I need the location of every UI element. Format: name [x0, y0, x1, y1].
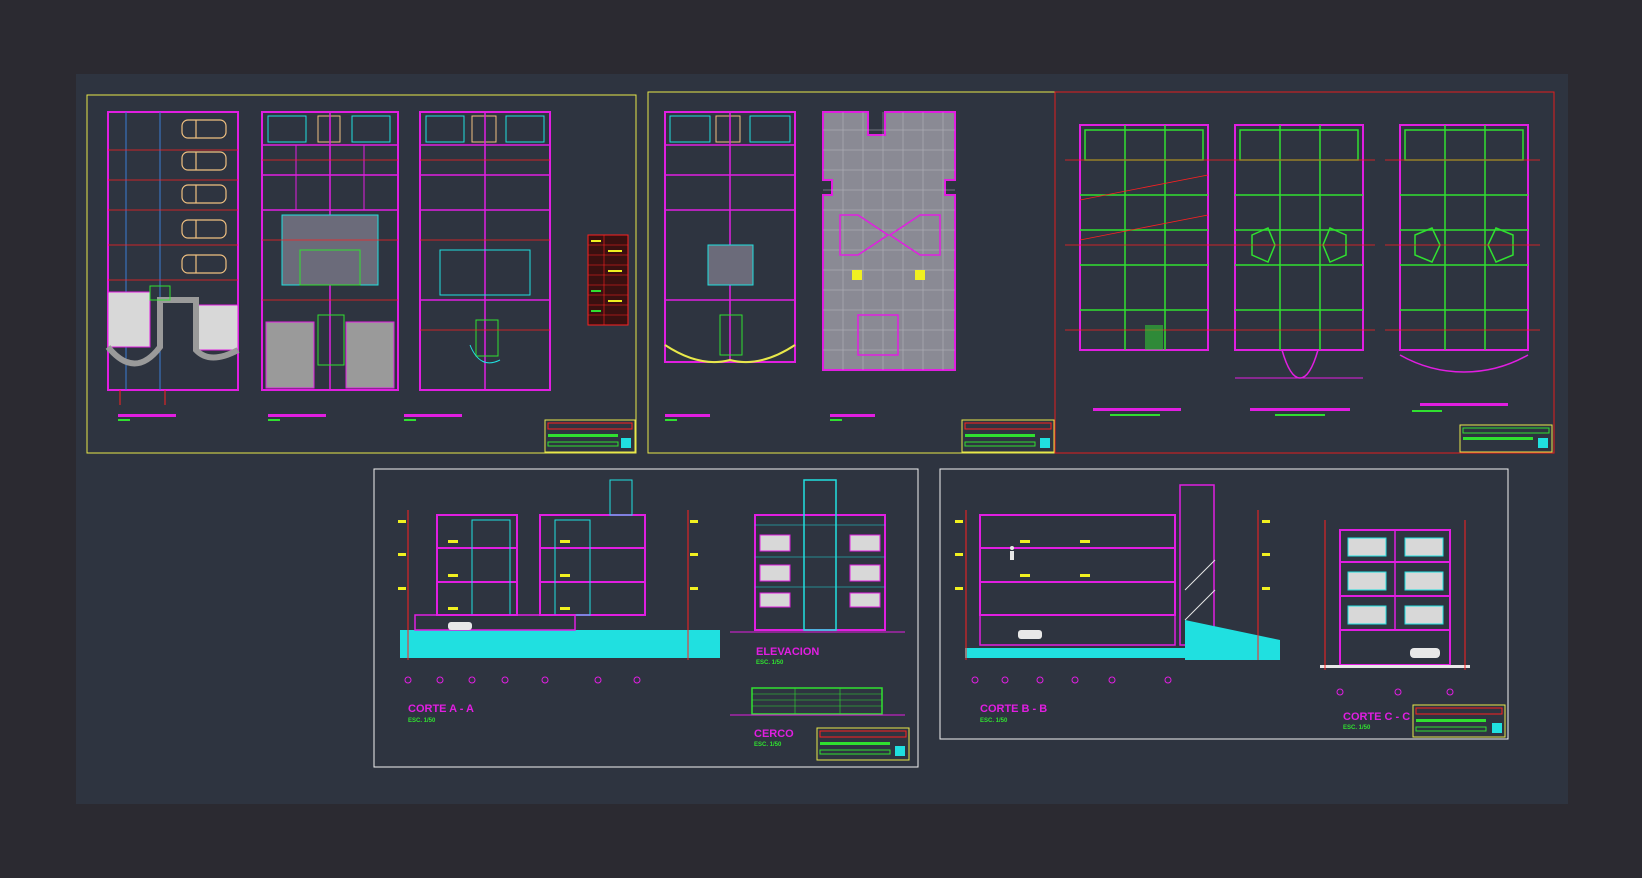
section-b-scale: ESC. 1/50: [980, 718, 1008, 724]
section-b-drawing: CORTE B - B ESC. 1/50: [955, 484, 1280, 724]
title-block-3: [1459, 424, 1553, 453]
area-table: [587, 234, 629, 326]
sheet-structural-plans[interactable]: [1054, 91, 1555, 454]
section-c-drawing: CORTE C - C ESC. 1/50: [1320, 520, 1470, 731]
sheet-sections-b-c[interactable]: CORTE B - B ESC. 1/50 CORTE C - C E: [939, 468, 1509, 740]
elevation-drawing: ELEVACION ESC. 1/50: [730, 479, 905, 666]
fence-scale: ESC. 1/50: [754, 742, 782, 748]
structural-plan-1: [1065, 124, 1220, 416]
title-block-4: [816, 727, 910, 761]
car-icon: [448, 622, 472, 630]
title-block-2: [961, 419, 1055, 453]
model-space[interactable]: CORTE A - A ESC. 1/50 ELEVACION ESC. 1/5…: [76, 74, 1568, 804]
structural-plan-3: [1385, 124, 1540, 412]
stair-icon: [1184, 559, 1216, 621]
title-block-1: [544, 419, 636, 453]
section-a-title: CORTE A - A: [408, 703, 474, 715]
fence-title: CERCO: [754, 728, 794, 740]
sheet-floor-plans-1[interactable]: [86, 94, 637, 454]
car-icon: [1018, 630, 1042, 639]
car-icon: [1410, 648, 1440, 658]
fence-drawing: CERCO ESC. 1/50: [730, 687, 905, 748]
elevation-scale: ESC. 1/50: [756, 660, 784, 666]
section-a-drawing: CORTE A - A ESC. 1/50: [398, 479, 720, 724]
cad-drawing: CORTE A - A ESC. 1/50 ELEVACION ESC. 1/5…: [86, 91, 1555, 768]
elevation-title: ELEVACION: [756, 646, 819, 658]
typical-floor-plan: [404, 111, 551, 421]
sheet-floor-plans-2[interactable]: [647, 91, 1056, 454]
parking-plan: [105, 111, 240, 421]
car-icon: [181, 119, 227, 274]
section-a-scale: ESC. 1/50: [408, 718, 436, 724]
title-block-5: [1412, 704, 1506, 738]
roof-plan: [822, 111, 956, 421]
upper-floor-plan: [664, 111, 796, 421]
section-c-scale: ESC. 1/50: [1343, 725, 1371, 731]
ground-floor-plan: [261, 111, 399, 421]
section-c-title: CORTE C - C: [1343, 711, 1410, 723]
sheet-sections-a[interactable]: CORTE A - A ESC. 1/50 ELEVACION ESC. 1/5…: [373, 468, 919, 768]
section-b-title: CORTE B - B: [980, 703, 1047, 715]
person-icon: [1010, 546, 1014, 560]
structural-plan-2: [1220, 124, 1375, 416]
